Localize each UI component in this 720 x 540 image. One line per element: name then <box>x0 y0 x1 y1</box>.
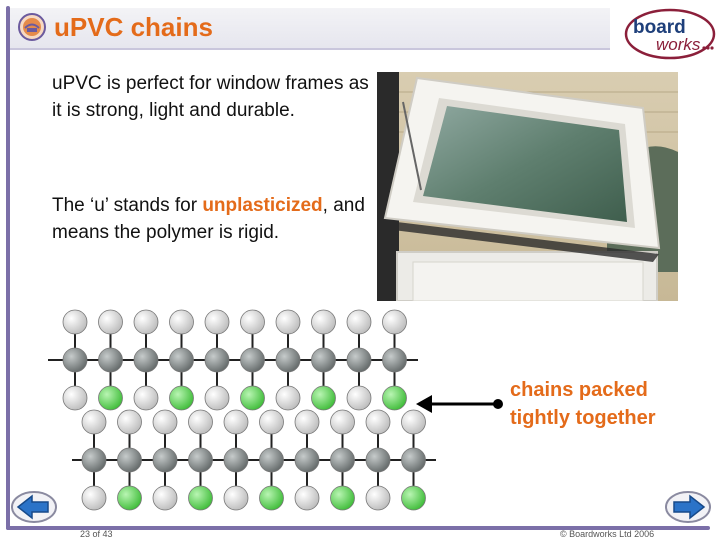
chain-1-hydrogen-atom <box>346 309 372 335</box>
chain-1-carbon-atom <box>98 347 123 373</box>
chain-1-hydrogen-atom <box>204 309 230 335</box>
chain-1-carbon-atom <box>62 347 88 373</box>
chain-2-chlorine-atom <box>188 485 213 511</box>
chain-1-hydrogen-atom <box>62 309 88 335</box>
chain-2-hydrogen-atom <box>152 485 178 511</box>
chain-2-carbon-atom <box>294 447 320 473</box>
chain-2-hydrogen-atom <box>365 409 391 435</box>
chain-1-hydrogen-atom <box>62 385 88 411</box>
chain-1-hydrogen-atom <box>133 385 159 411</box>
right-arrow-icon <box>673 494 706 520</box>
slide-title: uPVC chains <box>54 12 213 42</box>
paragraph-part-1: The ‘u’ stands for <box>52 195 203 216</box>
chain-1-carbon-atom <box>382 347 407 373</box>
chain-1-hydrogen-atom <box>169 309 194 335</box>
chain-2-hydrogen-atom <box>365 485 391 511</box>
chain-1-hydrogen-atom <box>204 385 230 411</box>
chain-1-carbon-atom <box>346 347 372 373</box>
paragraph-part-2: , and means the polymer is rigid. <box>52 195 365 243</box>
chain-1-hydrogen-atom <box>275 385 301 411</box>
title-bar <box>10 8 610 50</box>
left-arrow-icon <box>16 494 49 520</box>
chain-2-hydrogen-atom <box>294 409 320 435</box>
logo-text-works: works <box>656 35 701 54</box>
chain-1-hydrogen-atom <box>133 309 159 335</box>
chain-2-carbon-atom <box>188 447 213 473</box>
chain-1-carbon-atom <box>311 347 336 373</box>
chain-2-carbon-atom <box>117 447 142 473</box>
chain-label-line-2: tightly together <box>510 407 656 429</box>
chain-1-hydrogen-atom <box>98 309 123 335</box>
chain-1-hydrogen-atom <box>382 309 407 335</box>
frame-bottom-border <box>6 526 710 530</box>
chain-2-hydrogen-atom <box>259 409 284 435</box>
chain-2-hydrogen-atom <box>188 409 213 435</box>
chain-label-line-1: chains packed <box>510 379 648 401</box>
chain-2-chlorine-atom <box>117 485 142 511</box>
chain-2-hydrogen-atom <box>81 485 107 511</box>
logo-text-board: board <box>633 17 686 38</box>
chain-2-carbon-atom <box>152 447 178 473</box>
chain-1-chlorine-atom <box>98 385 123 411</box>
chain-2-carbon-atom <box>365 447 391 473</box>
chain-1-carbon-atom <box>133 347 159 373</box>
chain-2-hydrogen-atom <box>401 409 426 435</box>
chain-2-chlorine-atom <box>259 485 284 511</box>
chain-2-hydrogen-atom <box>294 485 320 511</box>
chain-2-hydrogen-atom <box>81 409 107 435</box>
chain-1-hydrogen-atom <box>240 309 265 335</box>
double-headed-arrow <box>416 395 503 413</box>
chain-1-hydrogen-atom <box>346 385 372 411</box>
chain-2-carbon-atom <box>401 447 426 473</box>
chain-2-hydrogen-atom <box>223 485 249 511</box>
polymer-chains-diagram <box>48 309 436 511</box>
chain-2-hydrogen-atom <box>223 409 249 435</box>
copyright-text: © Boardworks Ltd 2006 <box>560 529 655 539</box>
chain-1-carbon-atom <box>275 347 301 373</box>
chain-1-chlorine-atom <box>311 385 336 411</box>
chain-2-hydrogen-atom <box>152 409 178 435</box>
boardworks-logo: board works <box>624 8 716 60</box>
chain-1-carbon-atom <box>204 347 230 373</box>
chain-1-chlorine-atom <box>240 385 265 411</box>
unplasticized-highlight: unplasticized <box>202 195 323 216</box>
upvc-window-photo <box>377 72 678 301</box>
chain-2-carbon-atom <box>330 447 355 473</box>
chain-1-carbon-atom <box>240 347 265 373</box>
paragraph-upvc-meaning: The ‘u’ stands for unplasticized, and me… <box>52 192 372 246</box>
chain-1-hydrogen-atom <box>311 309 336 335</box>
paragraph-upvc-uses: uPVC is perfect for window frames as it … <box>52 73 369 121</box>
next-slide-button[interactable] <box>664 490 712 524</box>
chain-1-hydrogen-atom <box>275 309 301 335</box>
chain-2-chlorine-atom <box>330 485 355 511</box>
chains-packed-label: chains packed tightly together <box>510 376 700 432</box>
chain-1-chlorine-atom <box>169 385 194 411</box>
page-number: 23 of 43 <box>80 529 113 539</box>
chain-2-hydrogen-atom <box>330 409 355 435</box>
boardworks-title-icon <box>18 13 46 41</box>
chain-2-carbon-atom <box>81 447 107 473</box>
frame-left-border <box>6 6 10 530</box>
chain-2-carbon-atom <box>259 447 284 473</box>
chain-2-hydrogen-atom <box>117 409 142 435</box>
previous-slide-button[interactable] <box>10 490 58 524</box>
chain-1-chlorine-atom <box>382 385 407 411</box>
chain-1-carbon-atom <box>169 347 194 373</box>
chain-2-chlorine-atom <box>401 485 426 511</box>
chain-2-carbon-atom <box>223 447 249 473</box>
